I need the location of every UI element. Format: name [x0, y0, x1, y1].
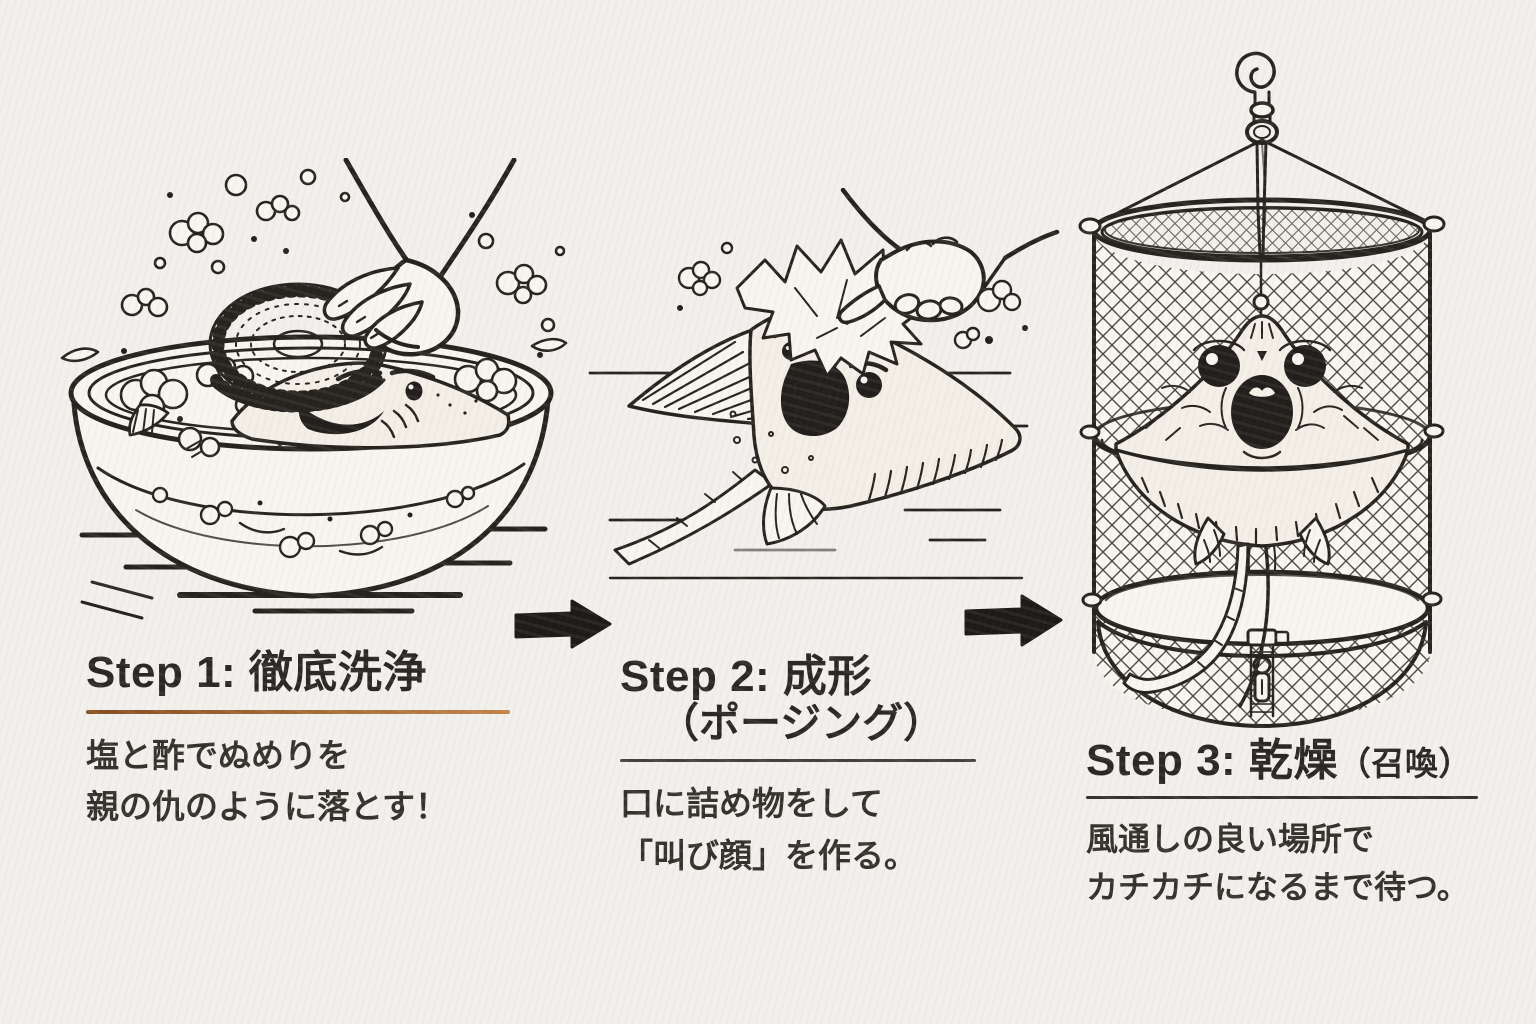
step3-line2: カチカチになるまで待つ。	[1086, 869, 1469, 906]
speckles	[729, 410, 814, 474]
step1-caption: Step 1: 徹底洗浄 塩と酢でぬめりを 親の仇のように落とす！	[86, 648, 510, 833]
step3-line1: 風通しの良い場所で	[1086, 821, 1375, 858]
fin-ray-hatching	[867, 438, 1004, 502]
hanging-hook	[1098, 51, 1426, 256]
step3-description: 風通しの良い場所で カチカチになるまで待つ。	[1086, 815, 1478, 911]
step2-heading-line2: （ポージング）	[658, 700, 945, 747]
ray-lower-body	[1114, 448, 1410, 583]
step2-line1: 口に詰め物をして	[620, 785, 884, 823]
step2-illustration	[588, 188, 1060, 580]
arrow-right-icon	[964, 594, 1063, 647]
step2-divider	[620, 759, 976, 763]
scrubbing-hand	[322, 158, 517, 357]
pelvic-fins	[762, 486, 827, 546]
stuffing-hand	[837, 188, 1060, 325]
step3-heading: Step 3: 乾燥（召喚）	[1086, 736, 1478, 785]
step1-line1: 塩と酢でぬめりを	[86, 737, 350, 775]
step2-heading: Step 2: 成形	[620, 652, 872, 701]
soap-bubbles	[60, 168, 568, 363]
step2-description: 口に詰め物をして 「叫び顔」を作る。	[620, 778, 976, 880]
step3-divider	[1086, 796, 1478, 800]
top-ring	[1078, 197, 1446, 263]
step3-heading-paren: （召喚）	[1337, 745, 1472, 782]
step3-caption: Step 3: 乾燥（召喚） 風通しの良い場所で カチカチになるまで待つ。	[1086, 736, 1478, 911]
step2-caption: Step 2: 成形 （ポージング） 口に詰め物をして 「叫び顔」を作る。	[620, 652, 976, 881]
skin-wrinkles	[1161, 384, 1363, 431]
ray-angry-face	[772, 330, 889, 437]
step1-description: 塩と酢でぬめりを 親の仇のように落とす！	[86, 730, 510, 832]
hanging-ray	[1114, 256, 1410, 470]
step1-divider	[86, 710, 510, 715]
step1-illustration	[60, 158, 568, 620]
step1-line2: 親の仇のように落とす！	[86, 788, 449, 826]
step3-heading-main: Step 3: 乾燥	[1086, 736, 1338, 785]
ray-face-in-bowl	[128, 361, 511, 458]
step3-illustration	[1078, 51, 1446, 728]
step1-heading: Step 1: 徹底洗浄	[86, 648, 427, 697]
ray-tail	[1122, 542, 1270, 708]
arrow-right-icon	[514, 599, 612, 649]
air-puffs	[677, 241, 1028, 350]
step2-line2: 「叫び顔」を作る。	[620, 836, 917, 874]
